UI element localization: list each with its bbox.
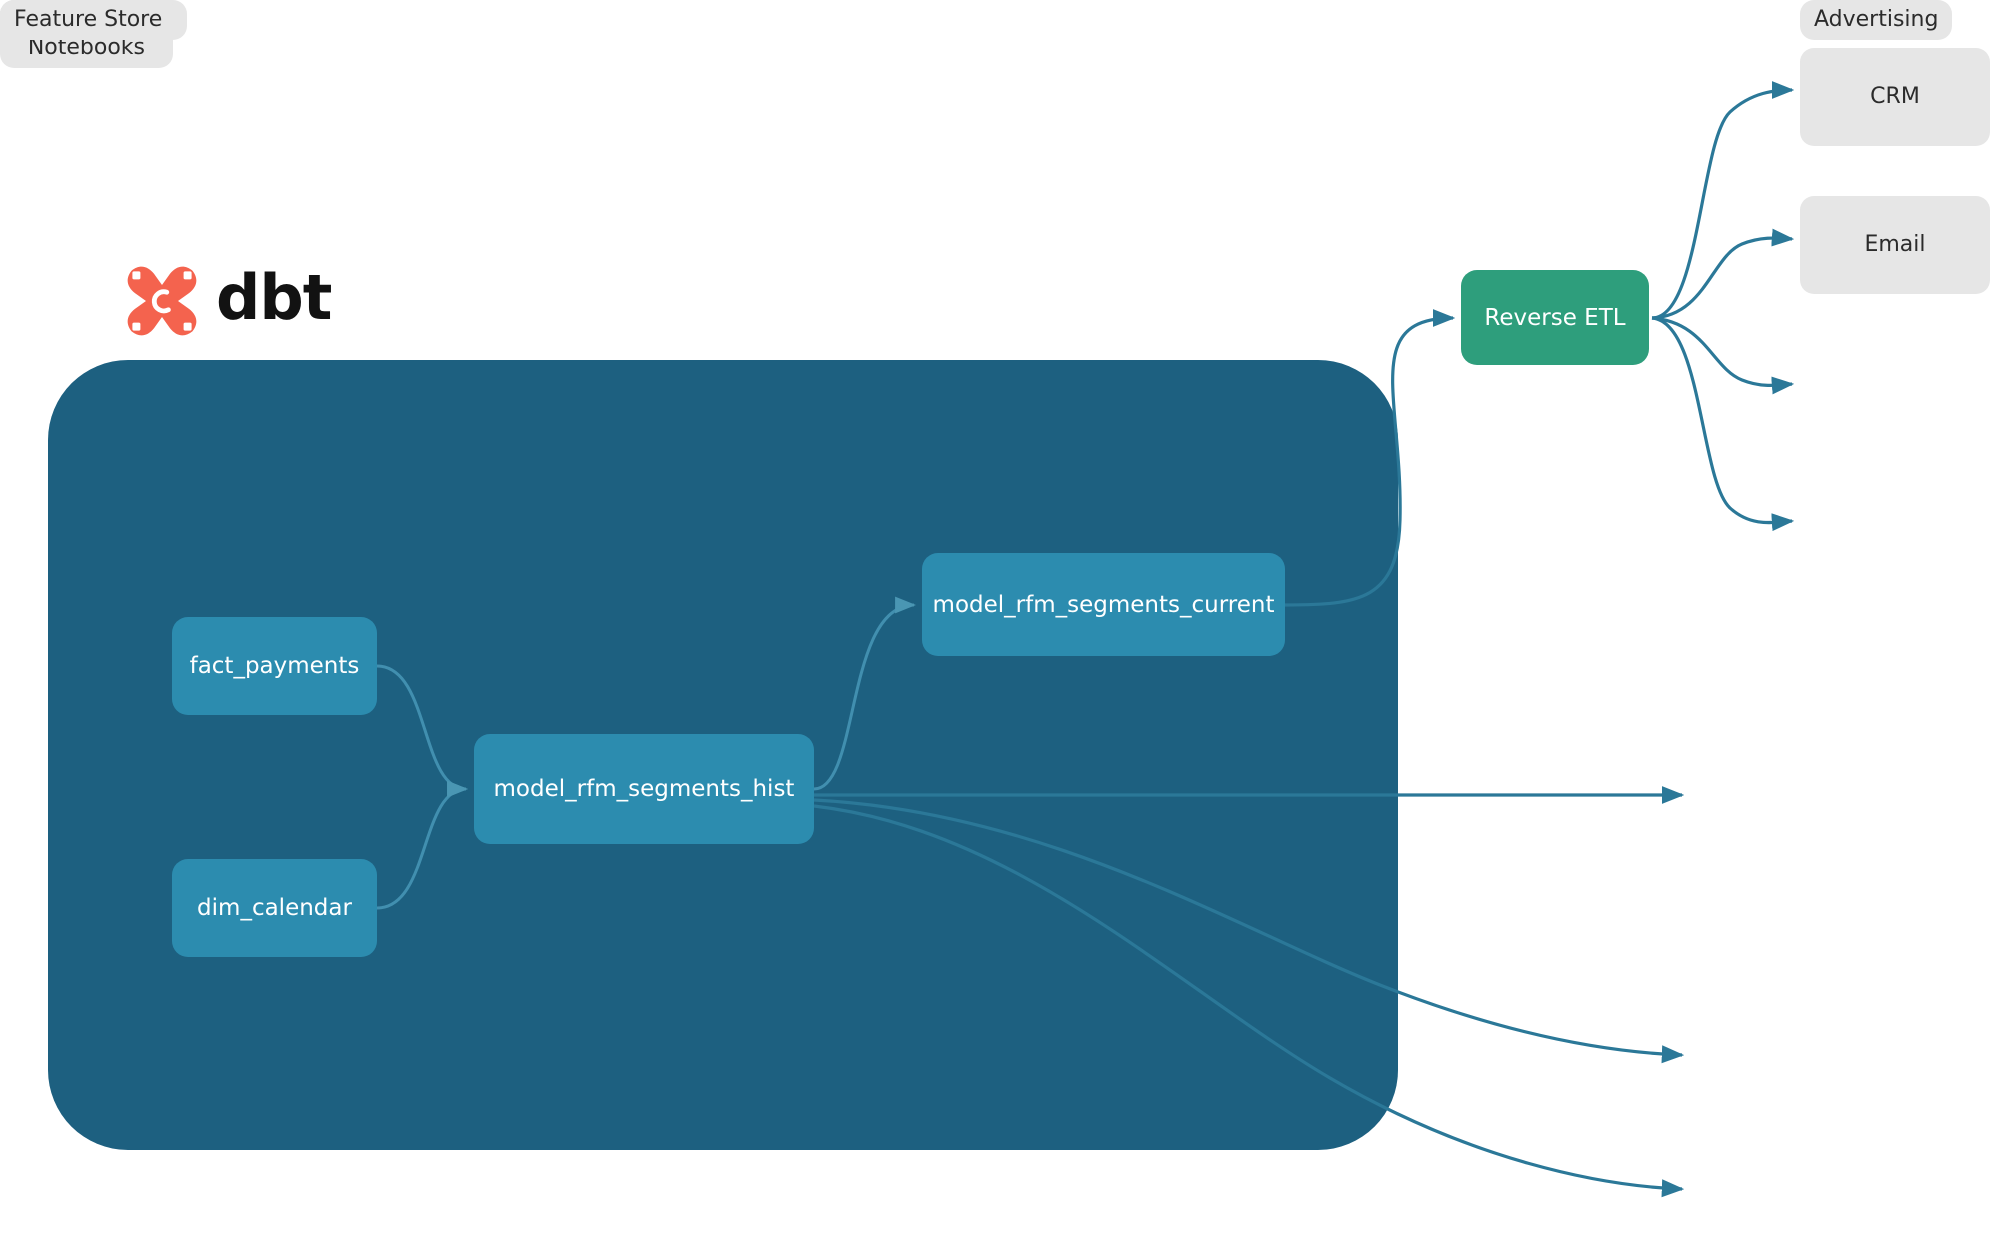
edge-reverse-etl-to-crm: [1651, 81, 1795, 320]
destination-node-feature-store[interactable]: Feature Store: [0, 0, 177, 41]
model-node-model-rfm-segments-current[interactable]: model_rfm_segments_current: [922, 553, 1285, 656]
destination-node-email[interactable]: Email: [1800, 196, 1990, 294]
edge-reverse-etl-to-email: [1651, 228, 1795, 320]
edge-hist-to-feature-store: [813, 804, 1685, 1198]
model-node-fact-payments[interactable]: fact_payments: [172, 617, 377, 715]
edge-hist-to-current: [813, 596, 917, 791]
edge-dim-calendar-to-hist: [376, 780, 469, 910]
edge-reverse-etl-to-sms-push: [1651, 316, 1795, 532]
model-node-dim-calendar[interactable]: dim_calendar: [172, 859, 377, 957]
dbt-wordmark: dbt: [216, 261, 332, 334]
dbt-logo: dbt: [122, 256, 342, 346]
edge-hist-to-ds-notebooks: [813, 798, 1685, 1064]
node-reverse-etl[interactable]: Reverse ETL: [1461, 270, 1649, 365]
edge-current-to-reverse-etl: [1284, 309, 1456, 607]
model-node-model-rfm-segments-hist[interactable]: model_rfm_segments_hist: [474, 734, 814, 844]
destination-node-advertising[interactable]: Advertising: [1800, 0, 1953, 41]
dbt-x-logo-icon: [127, 266, 197, 336]
edge-reverse-etl-to-advertising: [1651, 316, 1795, 395]
destination-node-crm[interactable]: CRM: [1800, 48, 1990, 146]
